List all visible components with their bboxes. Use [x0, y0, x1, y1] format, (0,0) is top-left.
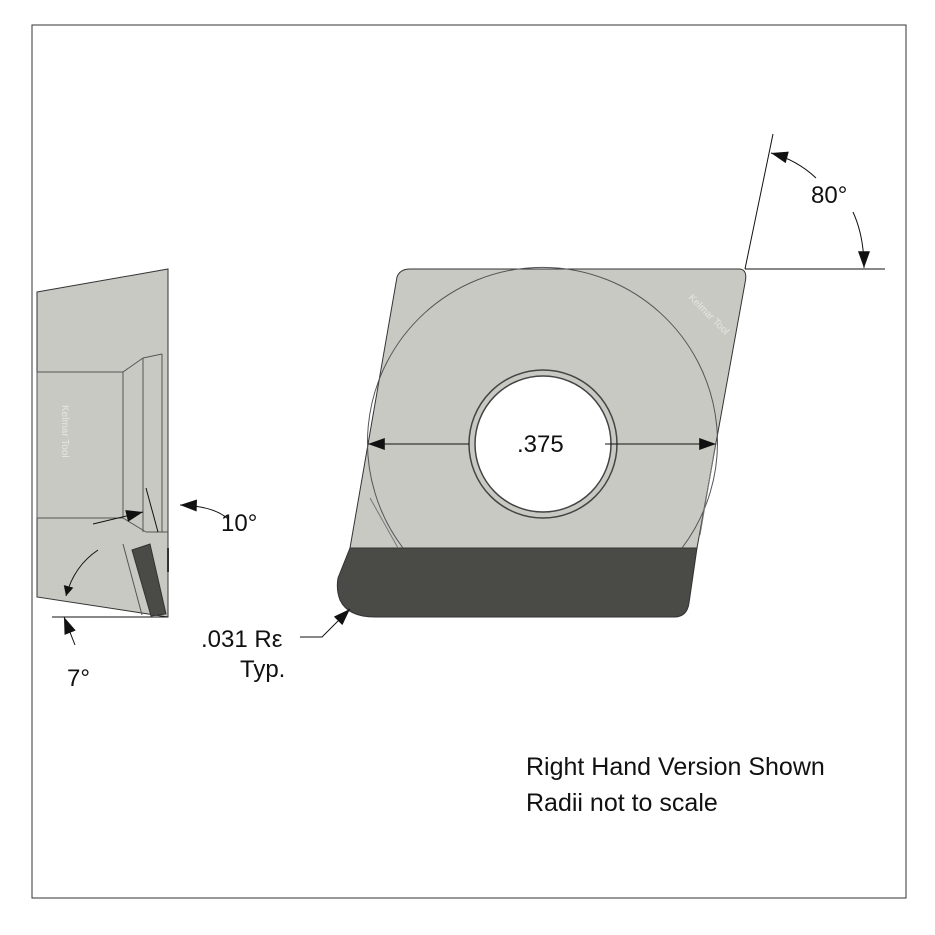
inscribed-circle — [367, 266, 718, 549]
angle-80-label: 80° — [811, 182, 847, 209]
side-view-cutting-edge — [131, 543, 167, 617]
angle-80-arc — [770, 151, 817, 179]
corner-radius-note: Typ. — [240, 656, 285, 683]
drawing-border — [31, 24, 907, 899]
insert-cutting-edge — [336, 547, 698, 618]
side-view-line — [142, 353, 163, 359]
side-view: Kelmar Tool 10° 7° — [36, 268, 257, 692]
side-view-watermark: Kelmar Tool — [59, 405, 70, 458]
angle-7-arc — [63, 549, 99, 597]
corner-radius-label: .031 Rε — [201, 626, 283, 653]
angle-7-leader — [63, 616, 76, 646]
angle-10-leader — [179, 499, 229, 520]
side-view-line — [122, 357, 144, 373]
corner-radius-leader — [300, 608, 351, 638]
angle-10-leader — [92, 510, 144, 525]
note-radii: Radii not to scale — [526, 789, 718, 817]
note-right-hand: Right Hand Version Shown — [526, 753, 825, 781]
side-view-line — [122, 543, 143, 616]
angle-10-leader — [145, 487, 159, 533]
angle-80-extension — [744, 133, 774, 270]
hole-diameter-label: .375 — [517, 431, 564, 458]
corner-line — [699, 440, 717, 536]
angle-10-label: 10° — [221, 510, 257, 537]
side-view-shank — [36, 371, 124, 519]
top-view: Kelmar Tool .375 80° .031 Rε Typ. — [201, 133, 885, 683]
corner-line — [369, 497, 399, 549]
angle-7-label: 7° — [67, 665, 90, 692]
angle-80-arc — [852, 211, 870, 269]
